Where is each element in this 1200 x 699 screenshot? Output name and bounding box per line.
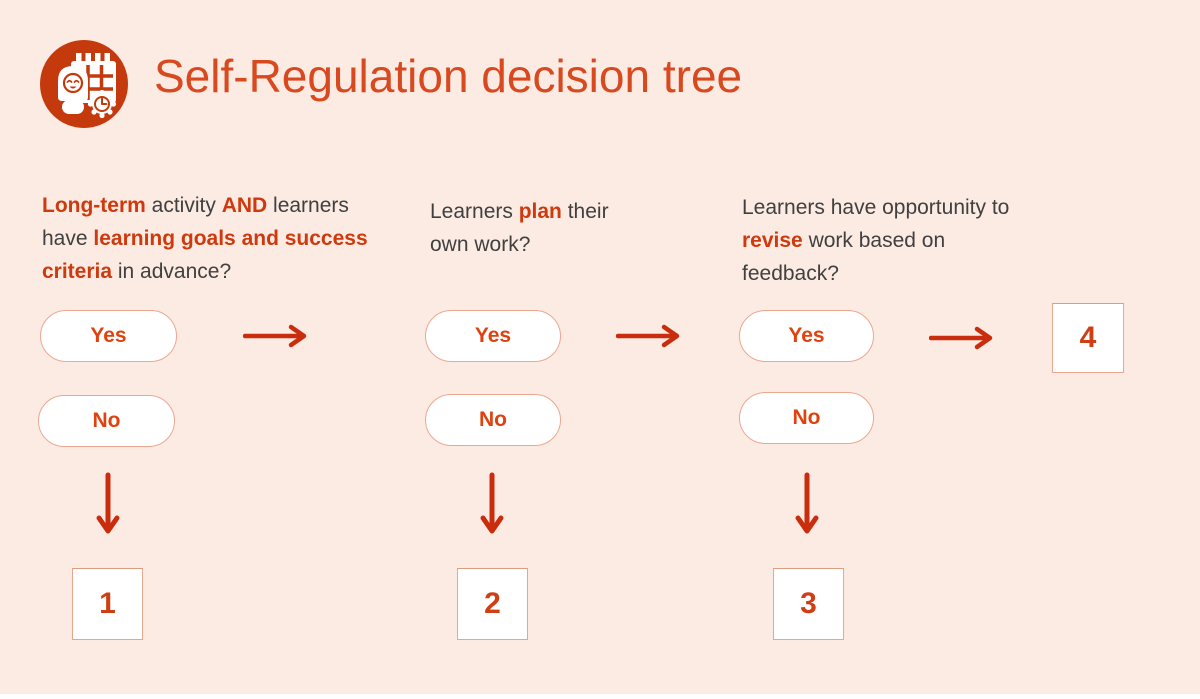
outcome-box-3: 3	[773, 568, 844, 640]
yes-button-1[interactable]: Yes	[40, 310, 177, 362]
yes-button-3[interactable]: Yes	[739, 310, 874, 362]
arrow-down-icon	[795, 472, 819, 534]
no-button-2[interactable]: No	[425, 394, 561, 446]
arrow-right-icon	[929, 326, 993, 350]
outcome-box-1: 1	[72, 568, 143, 640]
outcome-box-2: 2	[457, 568, 528, 640]
no-button-3[interactable]: No	[739, 392, 874, 444]
question-1: Long-term activity AND learners have lea…	[42, 194, 368, 283]
yes-button-2[interactable]: Yes	[425, 310, 561, 362]
arrow-down-icon	[480, 472, 504, 534]
arrow-down-icon	[96, 472, 120, 534]
no-button-1[interactable]: No	[38, 395, 175, 447]
arrow-right-icon	[243, 324, 307, 348]
question-3: Learners have opportunity to revise work…	[742, 196, 1010, 285]
bottom-edge-strip	[0, 694, 1200, 699]
arrow-right-icon	[616, 324, 680, 348]
question-2: Learners plan their own work?	[430, 200, 609, 256]
outcome-box-4: 4	[1052, 303, 1124, 373]
schedule-person-icon-svg	[40, 40, 128, 128]
page-title: Self-Regulation decision tree	[154, 50, 743, 102]
schedule-person-icon	[40, 40, 128, 128]
